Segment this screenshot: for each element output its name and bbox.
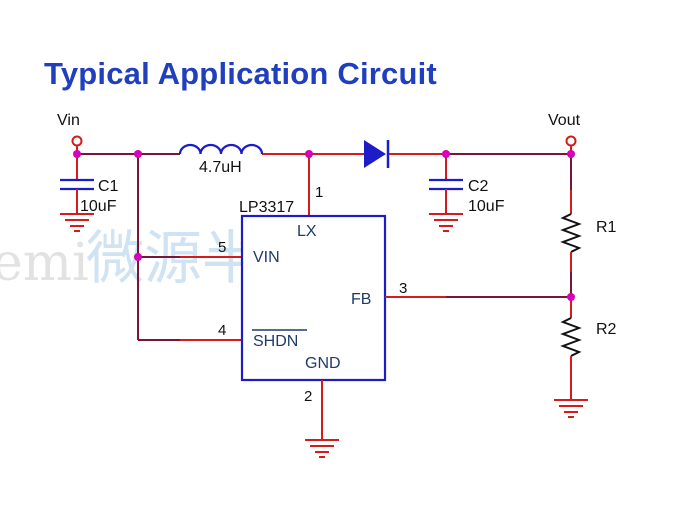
capacitor-c2 [429, 154, 463, 214]
c1-ref: C1 [98, 178, 119, 195]
pin-number-lx: 1 [315, 184, 323, 201]
junction-dot [567, 150, 575, 158]
c2-value: 10uF [468, 198, 505, 215]
inductor [178, 143, 264, 155]
pin-number-gnd: 2 [304, 388, 312, 405]
capacitor-c1 [60, 154, 94, 214]
junction-dot [567, 293, 575, 301]
page-title: Typical Application Circuit [44, 56, 437, 91]
ground-r2 [554, 399, 588, 418]
junction-dot [442, 150, 450, 158]
r2-ref: R2 [596, 321, 617, 338]
vin-label: Vin [57, 112, 80, 129]
pin-name-shdn: SHDN [253, 333, 298, 350]
r1-ref: R1 [596, 219, 617, 236]
pin-number-vin: 5 [218, 239, 226, 256]
vout-label: Vout [548, 112, 581, 129]
watermark-left-fragment: emi [0, 233, 89, 293]
ground-ic [305, 380, 339, 458]
c1-value: 10uF [80, 198, 117, 215]
junction-dot [134, 150, 142, 158]
ic-body [240, 214, 387, 382]
ground-c2 [429, 213, 463, 232]
ic-name: LP3317 [239, 199, 294, 216]
pin-number-fb: 3 [399, 280, 407, 297]
inductor-value: 4.7uH [199, 159, 242, 176]
pin-name-fb: FB [351, 291, 371, 308]
diode [364, 140, 390, 168]
junction-dots [73, 150, 575, 301]
vin-branch [137, 154, 242, 341]
pin-number-shdn: 4 [218, 322, 226, 339]
pin-name-vin: VIN [253, 249, 280, 266]
c2-ref: C2 [468, 178, 489, 195]
junction-dot [305, 150, 313, 158]
junction-dot [73, 150, 81, 158]
ground-c1 [60, 213, 94, 232]
pin-name-gnd: GND [305, 355, 341, 372]
pin-name-lx: LX [297, 223, 317, 240]
resistor-r2 [560, 297, 582, 400]
vout-terminal [565, 135, 577, 154]
resistor-r1 [560, 154, 582, 297]
junction-dot [134, 253, 142, 261]
